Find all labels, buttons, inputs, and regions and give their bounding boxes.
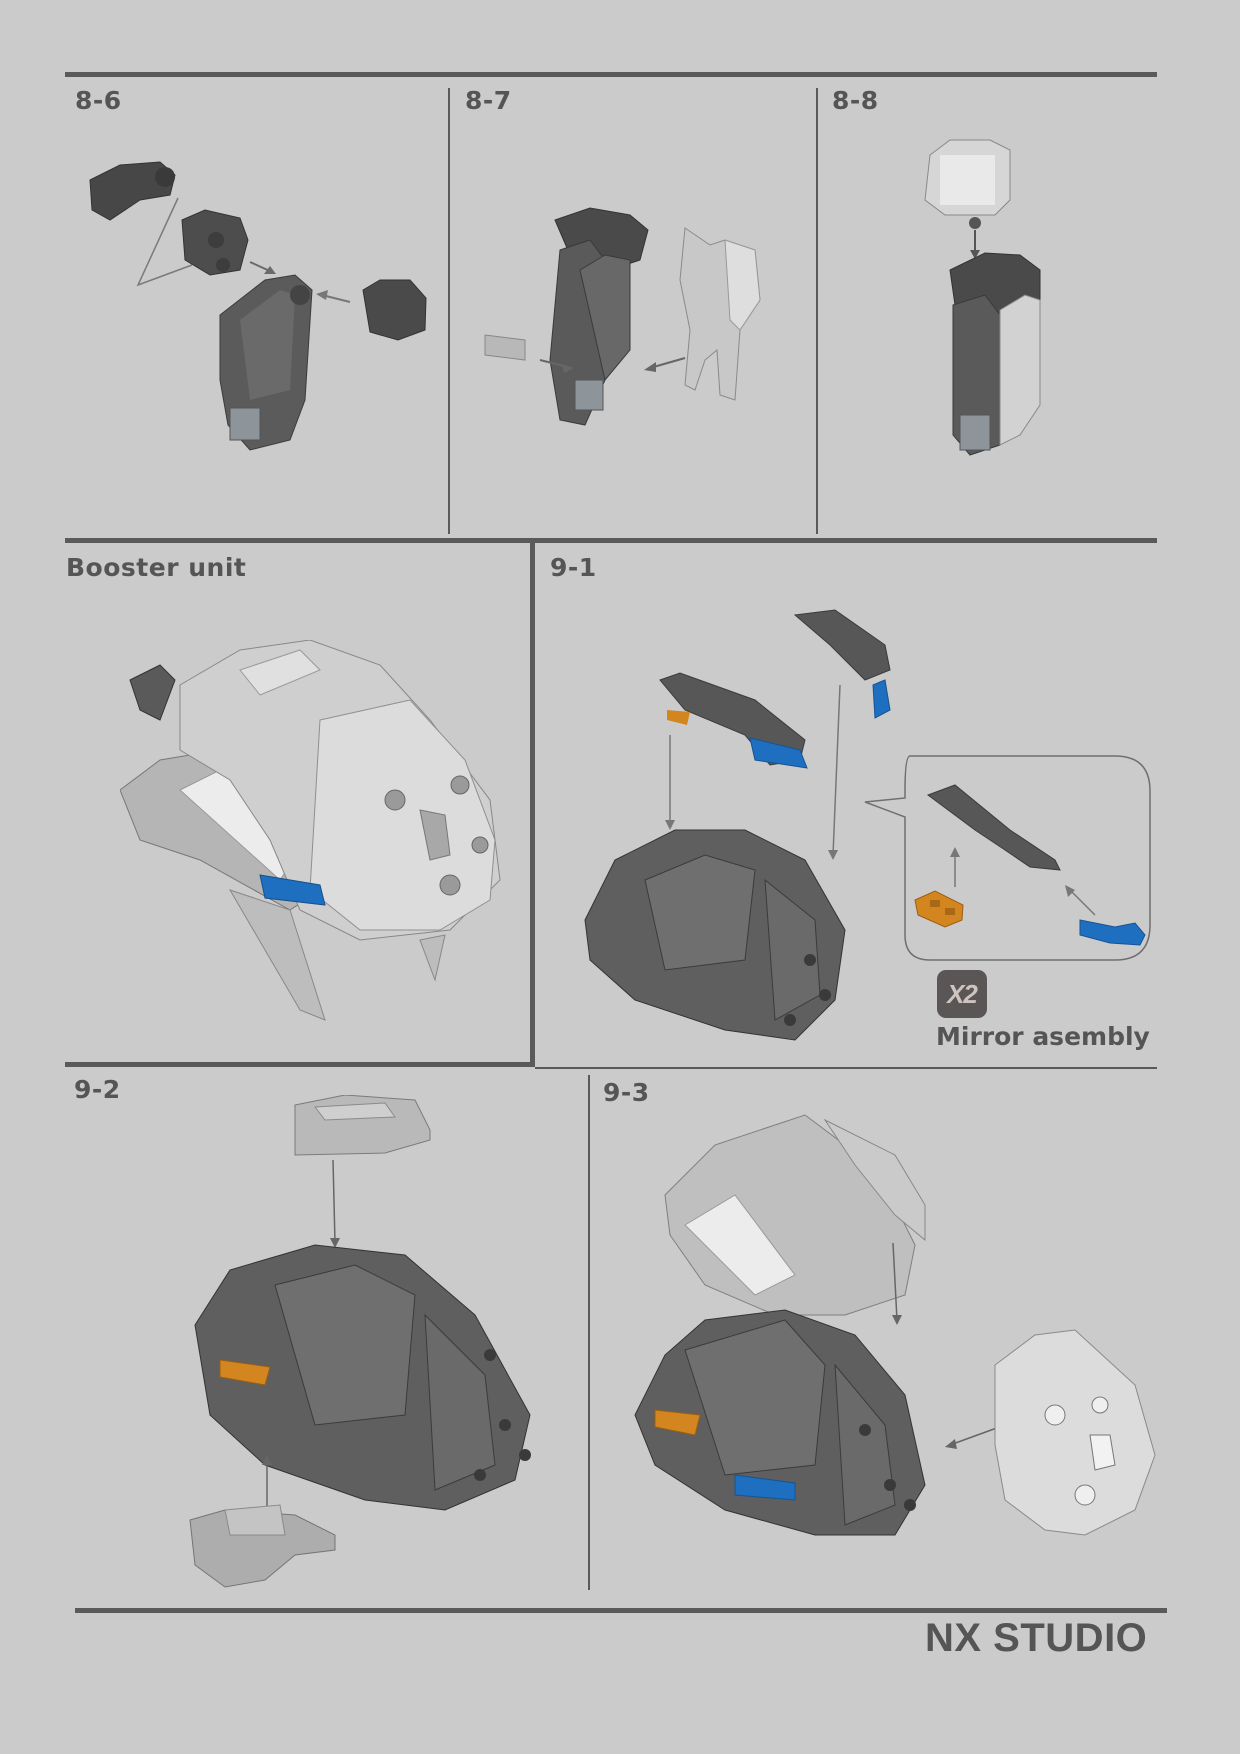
mirror-assembly-callout	[864, 755, 1151, 961]
illustration-8-6	[89, 161, 427, 451]
row2-top-rule	[65, 538, 1157, 543]
step-label-9-2: 9-2	[74, 1075, 121, 1104]
blade-fin-detail-part-icon	[926, 784, 1061, 871]
illustration-9-2	[189, 1095, 531, 1588]
illustration-booster-unit	[120, 640, 501, 1021]
wrist-cap-part-icon	[924, 139, 1011, 229]
small-plate-part-icon	[484, 334, 526, 361]
booster-frame-part-icon	[634, 1309, 926, 1536]
step-label-booster-unit: Booster unit	[66, 553, 247, 582]
hinge-block-part-icon	[181, 209, 249, 276]
blade-fin-part-left-icon	[659, 672, 808, 769]
illustration-8-7	[484, 207, 761, 426]
illustration-9-3	[634, 1114, 1156, 1536]
blue-tip-part-icon	[1079, 919, 1146, 946]
step-label-8-8: 8-8	[832, 86, 879, 115]
illustration-9-1	[584, 609, 891, 1041]
divider-booster-9-1	[530, 543, 535, 1066]
mirror-assembly-note: Mirror asembly	[936, 1022, 1150, 1051]
bottom-cover-part-icon	[189, 1504, 336, 1588]
armor-plate-part-icon	[679, 227, 761, 401]
divider-9-2-9-3	[588, 1075, 590, 1590]
illustration-8-8	[924, 139, 1041, 456]
arm-joint-part-icon	[89, 161, 176, 221]
step-label-9-3: 9-3	[603, 1078, 650, 1107]
booster-frame-part-icon	[194, 1244, 531, 1511]
9-1-bottom-rule	[535, 1067, 1157, 1069]
shoulder-cap-part-icon	[362, 279, 427, 341]
top-cover-part-icon	[294, 1095, 431, 1156]
quantity-badge: X2	[937, 970, 987, 1018]
booster-frame-part-icon	[584, 829, 846, 1041]
booster-bottom-rule	[65, 1062, 535, 1067]
arm-assembly-part-icon	[549, 207, 649, 426]
blade-fin-part-right-icon	[793, 609, 891, 719]
step-label-8-7: 8-7	[465, 86, 512, 115]
brand-logo: NX STUDIO	[925, 1616, 1148, 1660]
divider-8-7-8-8	[816, 88, 818, 534]
step-label-9-1: 9-1	[550, 553, 597, 582]
nose-cone-part-icon	[994, 1329, 1156, 1536]
orange-clip-part-icon	[914, 890, 964, 928]
divider-8-6-8-7	[448, 88, 450, 534]
arm-assembly-complete-part-icon	[949, 252, 1041, 456]
booster-unit-assembled-icon	[120, 640, 501, 1021]
top-rule	[65, 72, 1157, 77]
shoulder-shell-part-icon	[664, 1114, 926, 1316]
step-label-8-6: 8-6	[75, 86, 122, 115]
bottom-rule	[75, 1608, 1167, 1613]
upper-arm-part-icon	[219, 274, 313, 451]
